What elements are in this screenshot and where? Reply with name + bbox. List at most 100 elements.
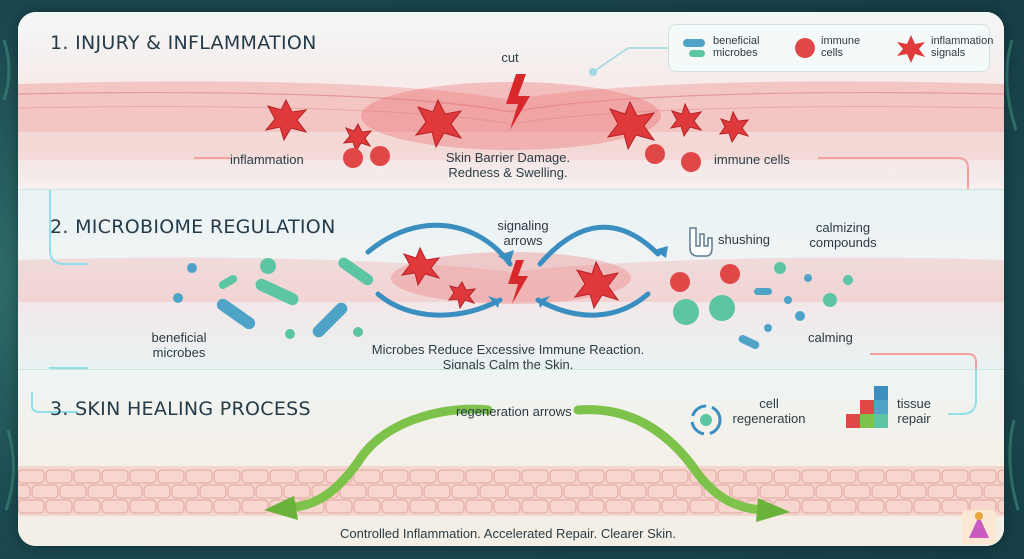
regeneration-arrow <box>573 405 767 515</box>
regeneration-arrow <box>283 457 363 513</box>
cut-icon <box>506 74 530 130</box>
section-title-healing: 3. SKIN HEALING PROCESS <box>50 398 311 420</box>
skin-cell <box>521 499 549 514</box>
skin-cell <box>605 499 633 514</box>
calmizing-label-line2: compounds <box>809 235 877 250</box>
microbe-icon <box>689 50 705 57</box>
cell-regeneration-icon <box>700 414 712 426</box>
microbe-icon <box>218 275 238 289</box>
molecule-icon <box>804 274 812 282</box>
skin-cell <box>801 499 829 514</box>
skin-cell <box>199 484 227 499</box>
microbe-icon <box>216 298 256 330</box>
connector-dot <box>589 68 597 76</box>
legend-icons <box>683 35 925 63</box>
legend-label: beneficial <box>713 35 760 47</box>
molecule-icon <box>843 275 853 285</box>
skin-cell <box>549 469 577 484</box>
cut-icon <box>508 260 528 304</box>
skin-cell <box>997 499 1004 514</box>
immune-cell-icon <box>645 144 665 164</box>
skin-cell <box>339 484 367 499</box>
skin-cell <box>18 499 45 514</box>
inflammation-label: inflammation <box>230 152 304 167</box>
skin-cell <box>18 469 45 484</box>
legend-item-microbes: beneficial microbes <box>713 35 759 59</box>
skin-cell <box>213 499 241 514</box>
skin-cell <box>423 484 451 499</box>
skin-cell <box>73 499 101 514</box>
skin-cell <box>913 469 941 484</box>
skin-cell <box>367 484 395 499</box>
signaling-label-line2: arrows <box>503 233 543 248</box>
skin-cell <box>129 499 157 514</box>
tissue-label-line1: tissue <box>897 396 931 411</box>
skin-cell <box>143 484 171 499</box>
skin-cell <box>899 484 927 499</box>
skin-cell <box>857 499 885 514</box>
signaling-arrow <box>535 291 651 318</box>
microbe-icon <box>683 39 705 47</box>
calming-molecules <box>738 262 853 349</box>
inflammation-signal-icon <box>897 35 925 63</box>
injury-illustration <box>18 47 1004 190</box>
connector-line <box>49 367 88 370</box>
skin-cell <box>87 484 115 499</box>
bg-microbe-icon <box>2 39 11 101</box>
beneficial-label-line2: microbes <box>152 345 206 360</box>
microbe-icon <box>754 288 772 295</box>
signaling-arrows-label: signaling arrows <box>478 218 568 248</box>
skin-cell <box>479 484 507 499</box>
skin-cell <box>157 469 185 484</box>
skin-line <box>18 91 1004 113</box>
skin-cell <box>255 484 283 499</box>
brand-logo <box>969 516 989 538</box>
inflammation-signal-icon <box>573 260 620 310</box>
skin-line <box>18 106 1004 125</box>
tissue-block <box>874 386 888 400</box>
skin-cell <box>745 469 773 484</box>
immune-cell-icon <box>370 146 390 166</box>
cut-label: cut <box>501 50 519 65</box>
injury-caption-line1: Skin Barrier Damage. <box>445 150 571 165</box>
beneficial-microbes-left <box>173 257 374 339</box>
tissue-block <box>860 414 874 428</box>
skin-cell <box>885 499 913 514</box>
connector-line <box>948 370 977 415</box>
skin-cell <box>955 484 983 499</box>
tissue-block <box>874 414 888 428</box>
panel-healing: 3. SKIN HEALING PROCESS regeneration arr… <box>18 370 1004 546</box>
skin-cell <box>815 484 843 499</box>
bg-microbe-icon <box>1008 419 1020 511</box>
skin-cell <box>101 469 129 484</box>
skin-cell <box>381 499 409 514</box>
skin-cell <box>647 484 675 499</box>
inflammation-signal-icon <box>400 246 441 287</box>
skin-cell <box>465 469 493 484</box>
skin-cell <box>871 484 899 499</box>
skin-cell <box>829 499 857 514</box>
shushing-label: shushing <box>718 232 771 247</box>
skin-cell <box>465 499 493 514</box>
immune-cell-icon <box>670 272 690 292</box>
arrowhead-icon <box>538 296 550 308</box>
signaling-label-line1: signaling <box>497 218 549 233</box>
inflammation-signal-icon <box>447 281 477 310</box>
immune-cells-group <box>343 144 701 172</box>
skin-cell <box>605 469 633 484</box>
microbe-icon <box>338 257 374 286</box>
skin-cell <box>241 499 269 514</box>
skin-cell <box>633 469 661 484</box>
skin-cell <box>101 499 129 514</box>
microbe-icon <box>353 327 363 337</box>
skin-cell <box>619 484 647 499</box>
signaling-arrow <box>365 222 513 267</box>
skin-cell <box>787 484 815 499</box>
skin-cell <box>409 499 437 514</box>
regulation-caption-line1: Microbes Reduce Excessive Immune Reactio… <box>371 342 645 357</box>
arrowhead-icon <box>756 498 790 522</box>
arrowhead-icon <box>488 296 500 308</box>
immune-cell-icon <box>681 152 701 172</box>
injury-caption-line2: Redness & Swelling. <box>448 165 568 180</box>
skin-cell <box>157 499 185 514</box>
